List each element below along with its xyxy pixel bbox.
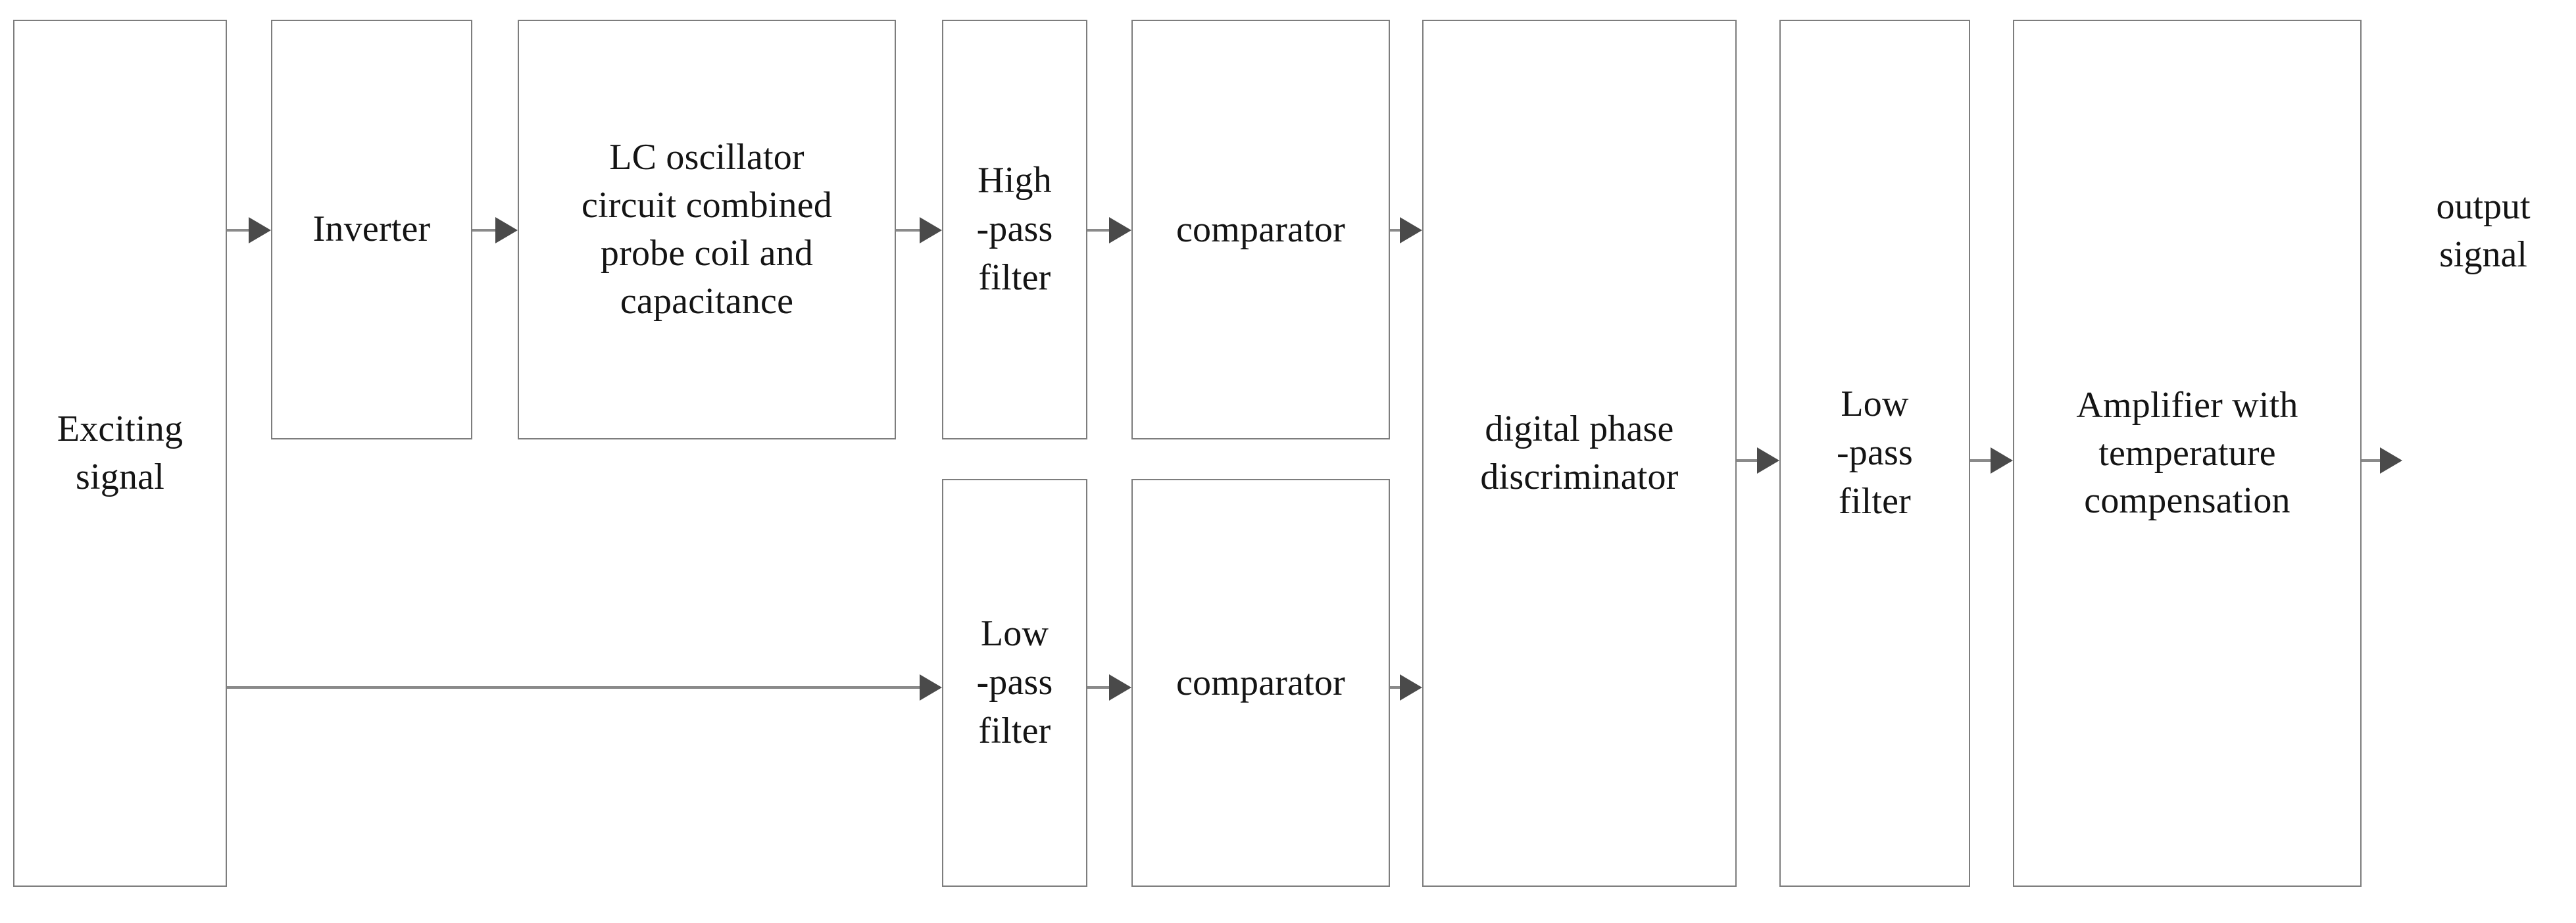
- connector-line: [1087, 229, 1112, 232]
- arrowhead-icon: [1400, 217, 1422, 243]
- block-label-high-pass-filter: High -pass filter: [976, 160, 1053, 298]
- block-label-low-pass-filter-output: Low -pass filter: [1836, 384, 1914, 522]
- block-exciting-signal[interactable]: Exciting signal: [13, 20, 227, 887]
- arrowhead-icon: [2380, 447, 2402, 474]
- connector-line: [227, 229, 251, 232]
- connector-line: [1390, 229, 1402, 232]
- block-lc-oscillator[interactable]: LC oscillator circuit combined probe coi…: [518, 20, 896, 439]
- block-label-amplifier: Amplifier with temperature compensation: [2076, 384, 2298, 522]
- block-label-comparator-top: comparator: [1176, 209, 1345, 250]
- arrowhead-icon: [1400, 674, 1422, 701]
- arrowhead-icon: [249, 217, 271, 243]
- block-label-digital-phase-discriminator: digital phase discriminator: [1480, 409, 1679, 497]
- block-inverter[interactable]: Inverter: [271, 20, 472, 439]
- block-label-exciting-signal: Exciting signal: [57, 409, 184, 497]
- arrowhead-icon: [1109, 674, 1131, 701]
- connector-line: [227, 686, 922, 689]
- arrowhead-icon: [1757, 447, 1779, 474]
- block-label-inverter: Inverter: [312, 209, 431, 250]
- arrowhead-icon: [1109, 217, 1131, 243]
- connector-line: [1970, 459, 1993, 462]
- block-comparator-top[interactable]: comparator: [1131, 20, 1390, 439]
- arrowhead-icon: [1991, 447, 2013, 474]
- connector-line: [1087, 686, 1112, 689]
- connector-line: [896, 229, 922, 232]
- block-label-lc-oscillator: LC oscillator circuit combined probe coi…: [581, 137, 833, 322]
- block-comparator-bottom[interactable]: comparator: [1131, 479, 1390, 887]
- block-high-pass-filter[interactable]: High -pass filter: [942, 20, 1087, 439]
- label-output-signal: output signal: [2436, 186, 2531, 275]
- connector-line: [1737, 459, 1760, 462]
- block-low-pass-filter-output[interactable]: Low -pass filter: [1779, 20, 1970, 887]
- arrowhead-icon: [920, 674, 942, 701]
- arrowhead-icon: [920, 217, 942, 243]
- block-label-low-pass-filter-bottom: Low -pass filter: [976, 613, 1053, 751]
- connector-line: [472, 229, 498, 232]
- arrowhead-icon: [495, 217, 518, 243]
- block-digital-phase-discriminator[interactable]: digital phase discriminator: [1422, 20, 1737, 887]
- connector-line: [2362, 459, 2383, 462]
- block-low-pass-filter-bottom[interactable]: Low -pass filter: [942, 479, 1087, 887]
- connector-line: [1390, 686, 1402, 689]
- block-amplifier[interactable]: Amplifier with temperature compensation: [2013, 20, 2362, 887]
- block-label-comparator-bottom: comparator: [1176, 662, 1345, 703]
